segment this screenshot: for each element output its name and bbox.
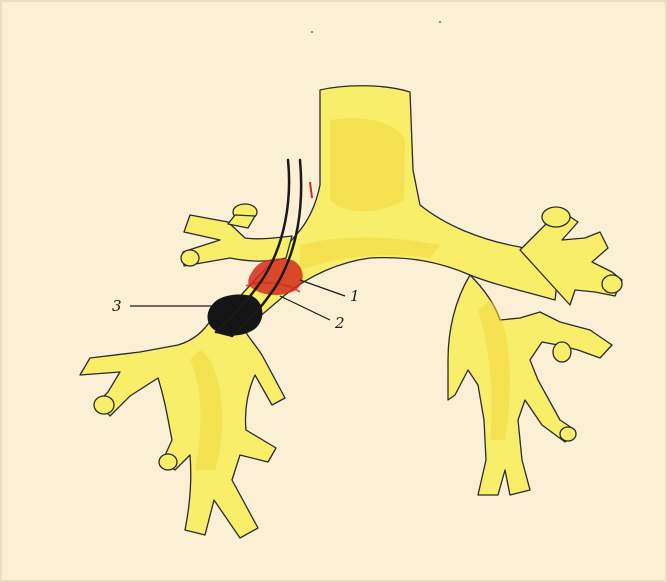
lul-tip-2 (602, 275, 622, 293)
label-2: 2 (334, 314, 345, 332)
rll-tip-1 (94, 396, 114, 414)
lll-tip-2 (560, 427, 576, 441)
rul-branch-tip-2 (181, 250, 199, 266)
paper-speck (311, 31, 313, 33)
lll-tip-1 (553, 342, 571, 362)
lul-tip-1 (542, 207, 570, 227)
label-3: 3 (112, 297, 122, 315)
label-1: 1 (350, 287, 360, 305)
rll-tip-2 (159, 454, 177, 470)
paper-speck (439, 21, 441, 23)
